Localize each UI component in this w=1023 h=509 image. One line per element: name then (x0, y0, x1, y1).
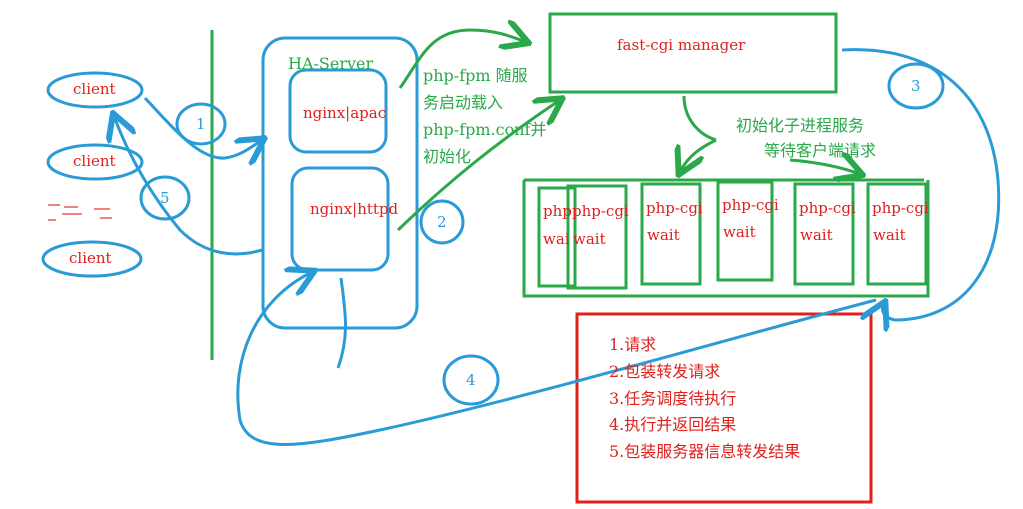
legend-item-1: 1.请求 (609, 335, 657, 354)
step-number-4: 4 (466, 371, 476, 389)
worker-name: php (543, 202, 572, 220)
ha-server-title: HA-Server (288, 54, 374, 73)
legend-item-3: 3.任务调度待执行 (609, 389, 737, 408)
step-circle-3 (887, 62, 945, 110)
client-ellipse-1 (46, 71, 144, 109)
init-note-line-2: 等待客户端请求 (764, 141, 877, 160)
legend-item-4: 4.执行并返回结果 (609, 415, 737, 434)
nginx-httpd-box (290, 166, 390, 272)
nginx-apache-box (288, 68, 388, 154)
startup-note-line-3: php-fpm.conf并 (423, 120, 547, 139)
step-number-3: 3 (911, 77, 921, 95)
step-number-1: 1 (196, 115, 206, 133)
client-label-3: client (69, 249, 112, 267)
step-circle-4 (442, 354, 500, 406)
step-number-2: 2 (437, 213, 447, 231)
startup-note-line-2: 务启动载入 (423, 93, 504, 112)
fastcgi-manager-title: fast-cgi manager (617, 36, 746, 54)
client-ellipse-2 (46, 143, 144, 181)
worker-state: wai (543, 230, 570, 248)
arrow-step-4 (236, 272, 877, 446)
worker-state: wait (723, 223, 756, 241)
worker-state: wait (800, 226, 833, 244)
client-label-2: client (73, 152, 116, 170)
legend-item-2: 2.包装转发请求 (609, 362, 721, 381)
worker-name: php-cgi (722, 196, 779, 214)
legend-box (575, 312, 873, 504)
ha-server-box (261, 36, 419, 330)
worker-state: wait (873, 226, 906, 244)
client-label-1: client (73, 80, 116, 98)
startup-note-line-1: php-fpm 随服 (423, 66, 528, 85)
arrow-step-5 (114, 116, 263, 256)
step-circle-1 (175, 102, 227, 146)
arrow-httpd-tail (336, 277, 347, 369)
step-circle-5 (139, 175, 191, 221)
arrow-to-manager (398, 30, 526, 89)
worker-name: php-cgi (872, 199, 929, 217)
worker-state: wait (647, 226, 680, 244)
init-note-line-1: 初始化子进程服务 (736, 116, 865, 135)
worker-name: php-cgi (799, 199, 856, 217)
worker-name: php-cgi (646, 199, 703, 217)
step-circle-2 (419, 199, 465, 245)
nginx-apache-label: nginx|apache (303, 104, 387, 122)
client-ellipse-3 (41, 240, 143, 278)
startup-note-line-4: 初始化 (423, 147, 472, 166)
fastcgi-manager-box (548, 12, 838, 94)
worker-name: php-cgi (572, 202, 629, 220)
arrow-manager-down (682, 95, 717, 142)
nginx-httpd-label: nginx|httpd (310, 200, 399, 218)
arrow-to-workers-left (680, 138, 717, 172)
step-number-5: 5 (160, 189, 170, 207)
arrow-to-workers-right (789, 160, 860, 174)
worker-state: wait (573, 230, 606, 248)
worker-boxes (537, 180, 928, 290)
scribble-marks (48, 204, 112, 221)
arrow-step-2 (396, 100, 560, 232)
arrow-step-1 (143, 96, 262, 158)
legend-item-5: 5.包装服务器信息转发结果 (609, 442, 801, 461)
arrow-step-3 (841, 48, 1001, 320)
